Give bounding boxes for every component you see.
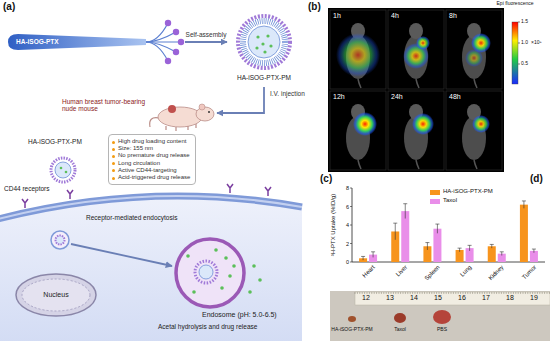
sample-label: Taxol — [394, 327, 406, 333]
time-label: 8h — [449, 12, 457, 20]
tick-label: 2 — [346, 240, 349, 246]
scale-unit: ×10⁹ — [531, 40, 542, 46]
imaging-tile — [446, 10, 502, 89]
ruler-number: 18 — [506, 294, 514, 302]
imaging-panel — [328, 8, 520, 172]
ruler-number: 19 — [530, 294, 538, 302]
bar-chart — [350, 188, 545, 262]
category-label: Kidney — [488, 264, 506, 282]
time-label: 1h — [333, 12, 341, 20]
tick-label: 6 — [346, 203, 349, 209]
category-label: Tumor — [521, 264, 538, 281]
imaging-tile — [388, 10, 444, 89]
node-text: Human breast tumor-bearing nude mouse — [62, 98, 148, 113]
node-text: Nucleus — [14, 291, 98, 299]
bar — [433, 229, 441, 262]
ruler-ticks — [355, 292, 549, 294]
panel-label: (d) — [530, 173, 543, 184]
imaging-tile — [446, 91, 502, 170]
tick-label: 8 — [346, 185, 349, 191]
bar — [401, 211, 409, 262]
ruler-number: 17 — [482, 294, 490, 302]
node-text: Acid-triggered drug release — [118, 174, 190, 181]
time-label: 24h — [391, 93, 403, 101]
bar — [488, 246, 496, 262]
time-label: 12h — [333, 93, 345, 101]
panel-label: (a) — [3, 1, 15, 12]
legend-entry: HA-iSOG-PTX-PM — [430, 188, 520, 196]
tumor-photo — [330, 291, 550, 341]
cd44-receptor — [22, 184, 271, 208]
polymer-chain: HA-iSOG-PTX — [6, 18, 184, 66]
circulating-micelle: HA-iSOG-PTX-PM — [28, 138, 98, 186]
tick-label: 0 — [346, 259, 349, 265]
category-label: Spleen — [423, 264, 441, 282]
annotation: CD44 receptors — [4, 185, 50, 192]
annotation: Receptor-mediated endocytosis — [86, 214, 177, 221]
time-label: 48h — [449, 93, 461, 101]
node-text: Acetal hydrolysis and drug release — [158, 323, 257, 330]
process-arrow — [185, 41, 227, 43]
panel-label: (b) — [308, 1, 321, 12]
ruler-number: 14 — [410, 294, 418, 302]
time-label: 4h — [391, 12, 399, 20]
ruler-number: 13 — [386, 294, 394, 302]
scale-value: 0.5 — [521, 61, 528, 67]
cell — [0, 196, 302, 341]
imaging-tile — [388, 91, 444, 170]
node-text: Long circulation — [118, 160, 160, 167]
legend-entry: Taxol — [430, 197, 520, 205]
category-label: Heart — [362, 264, 377, 279]
endosome: Endosome (pH: 5.0-6.5) Acetal hydrolysis … — [150, 236, 298, 340]
mouse-model: Human breast tumor-bearing nude mouse — [62, 94, 216, 132]
ruler-number: 16 — [458, 294, 466, 302]
scale-value: 1.5 — [521, 19, 528, 25]
legend-swatch — [430, 199, 440, 204]
tick-label: 4 — [346, 222, 349, 228]
edge-label: I.V. injection — [269, 90, 306, 97]
node-text: Active CD44-targeting — [118, 167, 177, 174]
node-text: High drug loading content — [118, 138, 186, 145]
legend-text: Taxol — [443, 197, 457, 204]
node-text: Endosome (pH: 5.0-6.5) — [202, 311, 277, 319]
ruler-number: 15 — [434, 294, 442, 302]
process-arrow — [217, 87, 264, 113]
sample-label: PBS — [437, 327, 447, 333]
scale-value: 1.0 — [521, 40, 528, 46]
category-label: Lung — [459, 264, 473, 278]
ruler-number: 12 — [362, 294, 370, 302]
node-text: Size: 155 nm — [118, 145, 153, 152]
legend-swatch — [430, 190, 440, 195]
feature-box: High drug loading contentSize: 155 nmNo … — [108, 134, 196, 185]
edge-label: Self-assembly — [185, 31, 228, 38]
panel-label: (c) — [320, 173, 332, 184]
circulating-micelle-outline — [28, 138, 98, 186]
legend-text: HA-iSOG-PTX-PM — [443, 188, 493, 195]
node-text: HA-iSOG-PTX-PM — [28, 138, 82, 145]
scale-title: Epi fluorescence — [497, 1, 534, 7]
sample-label: HA-iSOG-PTX-PM — [331, 327, 372, 333]
imaging-tile — [330, 10, 386, 89]
endocytic-vesicle — [51, 231, 172, 266]
imaging-tile — [330, 91, 386, 170]
micelle: HA-iSOG-PTX-PM — [228, 12, 300, 86]
node-text: HA-iSOG-PTX — [16, 38, 59, 45]
axis-title: ³H-PTX Uptake (%ID/g) — [330, 194, 337, 257]
node-text: HA-iSOG-PTX-PM — [228, 74, 300, 81]
nucleus: Nucleus — [14, 272, 98, 318]
bar — [520, 205, 528, 262]
node-text: No premature drug release — [118, 152, 190, 159]
category-label: Liver — [395, 264, 409, 278]
